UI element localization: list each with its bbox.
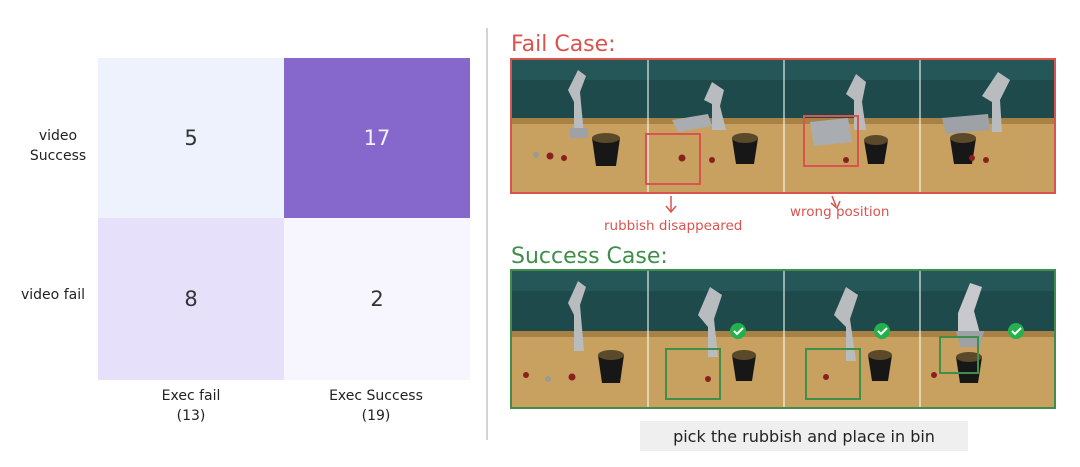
cell-value: 2 [370, 287, 384, 311]
row-label-line: Success [29, 148, 87, 164]
frame-1 [523, 281, 624, 383]
col-label-text: Exec fail [161, 388, 221, 404]
task-caption: pick the rubbish and place in bin [640, 421, 968, 451]
cell-value: 8 [184, 287, 198, 311]
frame-4 [942, 72, 1010, 164]
cell-video-fail-exec-fail: 8 [98, 218, 284, 380]
section-divider [486, 28, 488, 440]
col-label-text: Exec Success [329, 388, 423, 404]
robot-frames-illustration [512, 271, 1054, 407]
fail-case-frames [510, 58, 1056, 194]
annotation-rubbish-disappeared: rubbish disappeared [604, 218, 743, 234]
cell-value: 17 [363, 126, 391, 150]
cell-video-fail-exec-success: 2 [284, 218, 470, 380]
col-label-exec-fail: Exec fail (13) [138, 386, 244, 426]
row-label-video-fail: video fail [10, 285, 96, 305]
cell-video-success-exec-fail: 5 [98, 58, 284, 218]
row-label-line: video fail [21, 287, 85, 303]
frame-3 [810, 74, 888, 164]
robot-frames-illustration [512, 60, 1054, 192]
col-label-count: (13) [176, 408, 206, 424]
row-label-line: video [38, 128, 78, 144]
col-label-count: (19) [361, 408, 391, 424]
fail-case-title: Fail Case: [511, 32, 616, 57]
frame-3 [823, 287, 892, 381]
success-case-title: Success Case: [511, 244, 668, 269]
annotation-arrows [665, 195, 841, 214]
frame-2 [698, 287, 756, 382]
cell-value: 5 [184, 126, 198, 150]
annotation-wrong-position: wrong position [790, 204, 890, 220]
frame-1 [533, 70, 620, 166]
frame-2 [672, 82, 758, 164]
cell-video-success-exec-success: 17 [284, 58, 470, 218]
col-label-exec-success: Exec Success (19) [316, 386, 436, 426]
row-label-video-success: video Success [20, 126, 96, 166]
frame-4 [931, 283, 1024, 383]
success-case-frames [510, 269, 1056, 409]
